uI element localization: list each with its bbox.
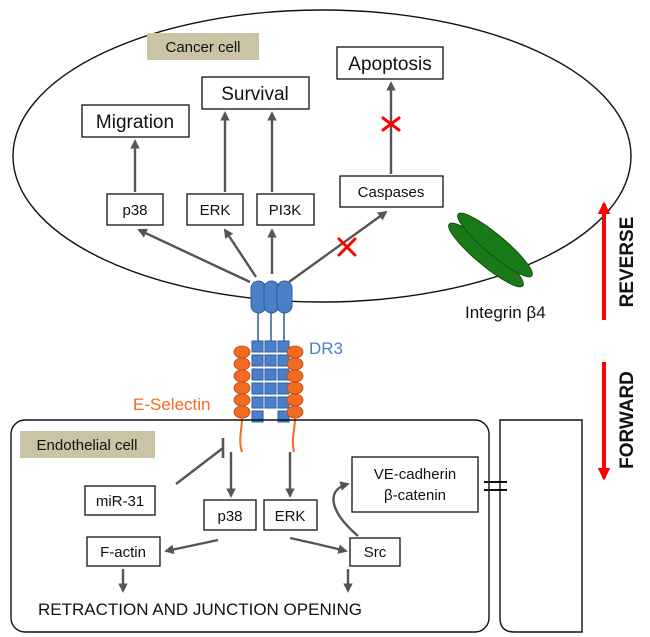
pi3k-box <box>256 193 315 226</box>
inhibition-mir31-eselectin <box>175 447 224 485</box>
survival-label: Survival <box>221 84 289 105</box>
arrow-dr3-erk <box>223 228 258 278</box>
src-box <box>349 537 401 567</box>
src-label: Src <box>364 544 387 561</box>
mir31-box <box>84 485 156 516</box>
forward-label: FORWARD <box>617 371 638 469</box>
arrow-dr3-caspases <box>288 210 388 283</box>
e-selectin-right-icon <box>286 345 304 419</box>
apoptosis-label: Apoptosis <box>348 54 431 75</box>
p38-box-endothelial <box>203 499 257 531</box>
endothelial-cell-tag-bg <box>20 431 155 458</box>
junction-icon <box>484 481 507 491</box>
pi3k-label: PI3K <box>269 202 302 219</box>
dr3-label: DR3 <box>309 339 343 358</box>
endothelial-cell-membrane <box>10 419 490 633</box>
p38-box-cancer <box>106 193 164 226</box>
e-selectin-left-stalk <box>239 417 243 453</box>
bcatenin-label: β-catenin <box>384 487 446 504</box>
p38-label-endothelial: p38 <box>217 508 242 525</box>
endothelial-cell-tag: Endothelial cell <box>37 437 138 454</box>
cancer-cell-tag: Cancer cell <box>165 39 240 56</box>
integrin-label: Integrin β4 <box>465 303 546 322</box>
vecadherin-label: VE-cadherin <box>374 466 457 483</box>
migration-label: Migration <box>96 112 174 133</box>
factin-label: F-actin <box>100 544 146 561</box>
erk-label-endothelial: ERK <box>275 508 306 525</box>
factin-box <box>86 536 161 567</box>
arrow-p38-factin <box>164 538 219 555</box>
e-selectin-left-icon <box>233 345 251 419</box>
cancer-cell-membrane <box>12 9 632 303</box>
integrin-beta4-icon <box>448 212 533 288</box>
vecadherin-bcatenin-box <box>351 456 479 513</box>
erk-label-cancer: ERK <box>200 202 231 219</box>
apoptosis-box <box>336 46 444 80</box>
dr3-receptor-icon <box>250 280 293 423</box>
survival-box <box>201 76 310 110</box>
caspases-label: Caspases <box>358 184 425 201</box>
arrow-erk-src <box>289 536 348 554</box>
retraction-label: RETRACTION AND JUNCTION OPENING <box>38 600 362 619</box>
caspases-box <box>339 175 444 208</box>
arrow-src-vecadherin <box>332 481 359 537</box>
block-x-icon <box>381 116 401 132</box>
p38-label-cancer: p38 <box>122 202 147 219</box>
erk-box-cancer <box>186 193 244 226</box>
e-selectin-right-stalk <box>291 417 296 453</box>
cancer-cell-tag-bg <box>147 33 259 60</box>
e-selectin-label: E-Selectin <box>133 395 210 414</box>
block-x-icon <box>337 237 357 257</box>
erk-box-endothelial <box>263 499 318 531</box>
mir31-label: miR-31 <box>96 493 144 510</box>
migration-box <box>81 104 190 138</box>
arrow-dr3-p38 <box>137 228 251 284</box>
neighbor-cell-membrane <box>499 419 583 633</box>
reverse-label: REVERSE <box>617 217 638 308</box>
